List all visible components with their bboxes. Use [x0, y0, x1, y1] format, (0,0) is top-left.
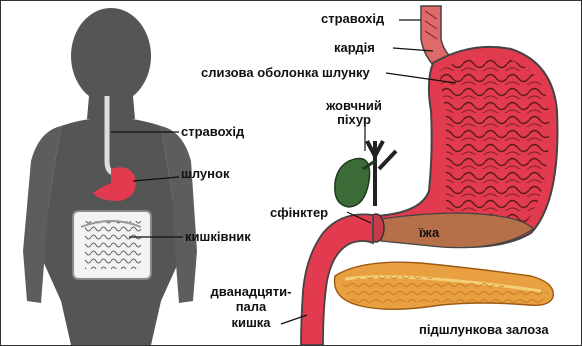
label-gallbladder-2: піхур: [319, 113, 389, 127]
label-left-esophagus: стравохід: [181, 125, 244, 139]
label-pancreas: підшлункова залоза: [419, 323, 549, 337]
pancreas: [335, 262, 554, 309]
label-sphincter: сфінктер: [270, 206, 328, 220]
bile-duct: [367, 141, 396, 206]
label-food: їжа: [419, 226, 439, 240]
label-duodenum-2: пала: [206, 300, 296, 314]
label-left-stomach: шлунок: [181, 167, 229, 181]
label-duodenum-1: дванадцяти-: [206, 285, 296, 299]
label-gallbladder-1: жовчний: [319, 99, 389, 113]
label-right-esophagus: стравохід: [321, 12, 384, 26]
left-intestine: [73, 211, 151, 279]
label-mucosa: слизова оболонка шлунку: [201, 66, 370, 80]
body-silhouette: [23, 8, 197, 345]
label-left-intestine: кишківник: [185, 230, 251, 244]
label-cardia: кардія: [334, 41, 375, 55]
gallbladder: [335, 159, 370, 208]
label-duodenum-3: кишка: [206, 316, 296, 330]
